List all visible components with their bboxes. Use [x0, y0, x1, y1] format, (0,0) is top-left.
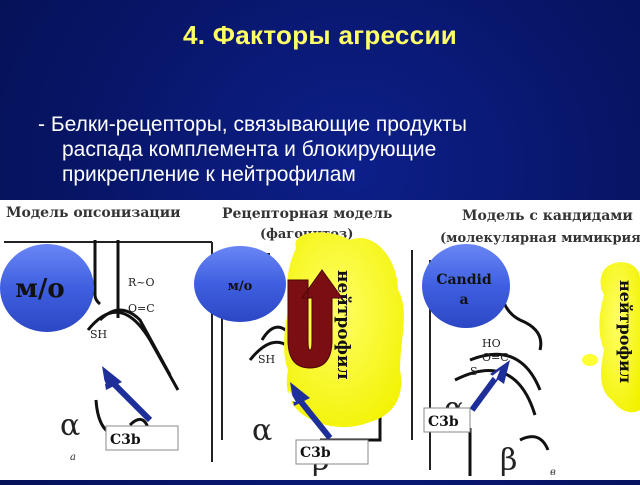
bullet-line-3: прикрепление к нейтрофилам [62, 163, 356, 186]
chem-left-r: R~O [128, 276, 155, 289]
microorganism-bubble-middle [194, 246, 286, 322]
figure-panel: Модель опсонизации Рецепторная модель (ф… [0, 200, 640, 480]
neutrophil-label-right: нейтрофил [616, 280, 635, 383]
greek-beta-right: β [500, 443, 517, 478]
arrow-icon-left [96, 366, 153, 423]
c3b-label-middle: C3b [300, 445, 331, 461]
c3b-label-right: C3b [428, 414, 459, 430]
header-right-sub: (молекулярная мимикрия) [440, 231, 640, 246]
header-middle: Рецепторная модель [222, 206, 392, 222]
header-right: Модель с кандидами [462, 208, 633, 224]
chem-right-oc: O=C [482, 351, 509, 364]
arrow-icon-middle [287, 382, 333, 440]
figure-svg: Модель опсонизации Рецепторная модель (ф… [0, 200, 640, 480]
header-left: Модель опсонизации [6, 205, 181, 221]
chem-middle-sh: SH [258, 353, 275, 366]
greek-alpha-middle: α [252, 413, 272, 448]
bubble-label-middle: м/о [228, 279, 253, 294]
neutrophil-blob-right [599, 262, 640, 413]
c3b-box-middle [295, 439, 369, 465]
panel-letter-left: а [70, 452, 76, 463]
bubble-label-left: м/о [15, 274, 64, 304]
curved-arrow-icon [287, 269, 343, 369]
panel-letter-right: в [550, 467, 556, 478]
neutrophil-fragment-right [582, 354, 598, 366]
bullet-line-2: распада комплемента и блокирующие [62, 138, 437, 161]
chem-left-sh: SH [90, 328, 107, 341]
neutrophil-label-middle: нейтрофил [333, 270, 353, 380]
c3b-box-left [105, 425, 179, 451]
bullet-line-1: - Белки-рецепторы, связывающие продукты [38, 113, 468, 136]
chem-right-s: S [470, 365, 478, 378]
arrow-icon-right [469, 360, 510, 412]
c3b-box-right [423, 407, 471, 433]
slide-title: 4. Факторы агрессии [182, 20, 458, 50]
greek-alpha-left: α [60, 408, 80, 443]
microorganism-bubble-left [0, 244, 94, 332]
candida-bubble [422, 244, 510, 328]
chem-left-oc: O=C [128, 302, 155, 315]
bullet-text: - Белки-рецепторы, связывающие продукты … [38, 112, 628, 187]
bubble-label-right-2: a [459, 292, 468, 308]
bubble-label-right-1: Candid [436, 272, 492, 288]
c3b-label-left: C3b [110, 432, 141, 448]
chem-right-ho: HO [482, 337, 501, 350]
